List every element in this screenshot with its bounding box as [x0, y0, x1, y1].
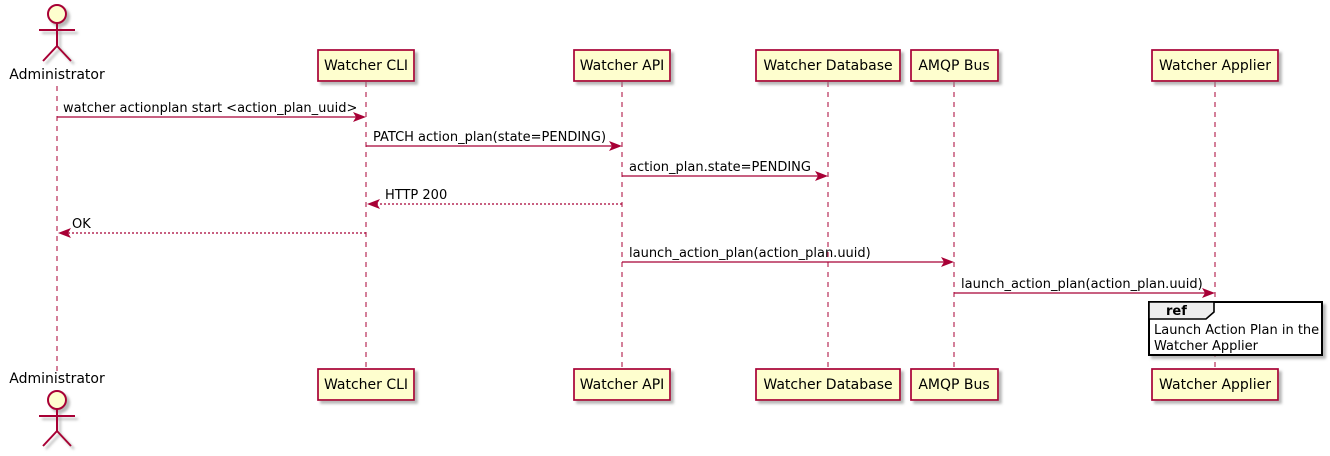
participant-watcher-api-top: Watcher API — [573, 49, 671, 82]
participant-label: Watcher Database — [763, 58, 892, 74]
message-4: HTTP 200 — [367, 188, 622, 209]
message-5: OK — [58, 217, 366, 238]
participant-watcher-applier-top: Watcher Applier — [1151, 49, 1279, 82]
ref-text-line2: Watcher Applier — [1154, 339, 1259, 354]
administrator-actor-icon-top — [39, 4, 75, 62]
message-arrowhead — [815, 171, 828, 181]
message-label: HTTP 200 — [385, 188, 447, 203]
message-label: OK — [72, 217, 91, 232]
ref-tab — [1148, 301, 1215, 320]
message-arrowhead — [353, 112, 366, 122]
message-label: PATCH action_plan(state=PENDING) — [373, 130, 606, 145]
message-2: PATCH action_plan(state=PENDING) — [366, 130, 622, 151]
participant-label: AMQP Bus — [918, 58, 989, 74]
participant-watcher-cli-bottom: Watcher CLI — [317, 368, 415, 401]
participant-watcher-cli-top: Watcher CLI — [317, 49, 415, 82]
message-label: launch_action_plan(action_plan.uuid) — [961, 277, 1203, 292]
ref-fragment: ref Launch Action Plan in the Watcher Ap… — [1148, 301, 1323, 356]
participant-label: Watcher Database — [763, 377, 892, 393]
message-arrowhead — [367, 199, 380, 209]
message-arrowhead — [941, 257, 954, 267]
participant-amqp-bus-bottom: AMQP Bus — [910, 368, 999, 401]
participant-label: Watcher Applier — [1159, 58, 1271, 74]
message-arrowhead — [609, 141, 622, 151]
ref-text-line1: Launch Action Plan in the — [1154, 323, 1319, 338]
message-1: watcher actionplan start <action_plan_uu… — [57, 101, 366, 122]
message-7: launch_action_plan(action_plan.uuid) — [954, 277, 1215, 298]
message-3: action_plan.state=PENDING — [622, 160, 828, 181]
participant-label: AMQP Bus — [918, 377, 989, 393]
participant-label: Watcher API — [580, 377, 665, 393]
actor-label-top: Administrator — [9, 67, 105, 83]
message-arrowhead — [1202, 288, 1215, 298]
participant-watcher-database-bottom: Watcher Database — [755, 368, 901, 401]
actor-label-bottom: Administrator — [9, 371, 105, 387]
participant-label: Watcher Applier — [1159, 377, 1271, 393]
message-6: launch_action_plan(action_plan.uuid) — [622, 246, 954, 267]
participant-label: Watcher CLI — [324, 377, 408, 393]
participant-label: Watcher API — [580, 58, 665, 74]
participant-label: Watcher CLI — [324, 58, 408, 74]
participant-watcher-database-top: Watcher Database — [755, 49, 901, 82]
participant-watcher-applier-bottom: Watcher Applier — [1151, 368, 1279, 401]
message-label: watcher actionplan start <action_plan_uu… — [63, 101, 357, 116]
administrator-actor-icon-bottom — [39, 390, 75, 447]
message-label: launch_action_plan(action_plan.uuid) — [629, 246, 871, 261]
message-arrowhead — [58, 228, 71, 238]
message-label: action_plan.state=PENDING — [629, 160, 811, 175]
participant-watcher-api-bottom: Watcher API — [573, 368, 671, 401]
participant-amqp-bus-top: AMQP Bus — [910, 49, 999, 82]
ref-keyword: ref — [1166, 304, 1187, 319]
